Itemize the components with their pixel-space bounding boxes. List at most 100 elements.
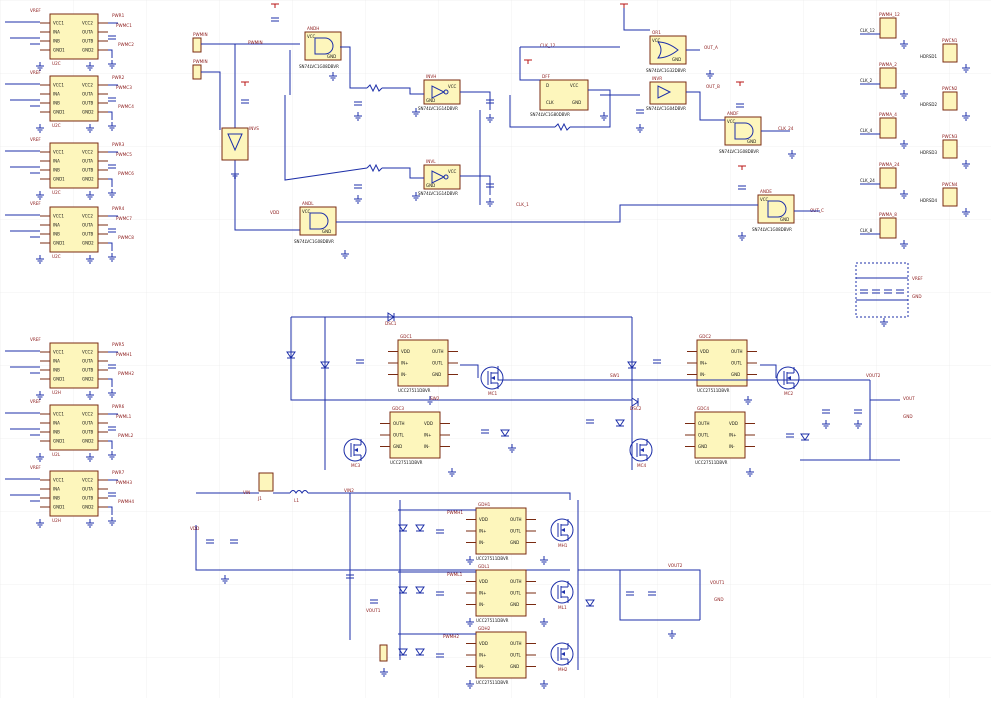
ic-pin-name: OUTA (82, 92, 93, 97)
ic-pin-name: OUTA (82, 487, 93, 492)
net-label: OUT_A (704, 45, 718, 50)
ic-pin-name: OUTA (82, 421, 93, 426)
mosfet-arrow (491, 376, 495, 380)
wire (382, 87, 424, 95)
net-label: PWMC7 (116, 216, 132, 221)
ic-part-number: SN74LVC1G08DBVR (719, 149, 759, 154)
ic-designator: GDL1 (478, 564, 490, 569)
ic-part-number: UCC27511DBVR (476, 556, 509, 561)
pwm-output-header (879, 17, 897, 39)
ic-designator: ANDH (307, 26, 319, 31)
diode-body (398, 586, 408, 594)
ic-pin-name: VDD (479, 517, 488, 522)
capacitor (356, 359, 364, 364)
ic-part-number: SN74LVC1G14DBVR (418, 191, 458, 196)
ic-part-number: SN74LVC1G08DBVR (294, 239, 334, 244)
diode (800, 433, 810, 441)
ground-symbol (962, 160, 970, 169)
ic-pin-name: IN+ (479, 529, 487, 534)
mosfet-circle (629, 438, 653, 462)
diode-body (585, 599, 595, 607)
capacitor (370, 599, 378, 604)
ic-pin-name: INB (53, 101, 60, 106)
ground-symbol (900, 40, 908, 49)
net-label: PWML2 (118, 433, 134, 438)
ic-pin-name: INA (53, 487, 60, 492)
ic-pin-name: GND2 (82, 377, 94, 382)
ic-pin-name: GND (510, 602, 519, 607)
ic-body (49, 142, 99, 189)
capacitor (648, 591, 656, 596)
buffer-ic-body (221, 127, 249, 161)
wire (108, 242, 113, 251)
inverter-shape (431, 170, 446, 184)
ic-pin-name: GND (780, 217, 789, 222)
ic-pin-name: INB (53, 368, 60, 373)
mosfet-label: MH1 (558, 543, 568, 548)
pwm-input-header (192, 37, 202, 53)
ground-symbol (86, 62, 94, 71)
ic-pin-name: OUTH (393, 421, 405, 426)
ground-symbol (880, 318, 888, 327)
mosfet-circle (550, 580, 574, 604)
ground-symbol (900, 240, 908, 249)
wire (108, 49, 113, 58)
resistor (366, 83, 383, 93)
mosfet-arrow (561, 590, 565, 594)
net-label: PWMH1 (447, 510, 463, 515)
ic-pin-name: GND1 (53, 48, 65, 53)
net-label: PWR5 (112, 342, 125, 347)
wire (460, 175, 491, 195)
net-label: SW2 (430, 396, 440, 401)
diode-body (415, 586, 425, 594)
ic-part-number: UCC27511DBVR (697, 388, 730, 393)
ic-pin-name: GND2 (82, 177, 94, 182)
ground-symbol (962, 64, 970, 73)
capacitor-bank-frame (855, 262, 909, 318)
capacitor (108, 35, 116, 40)
net-label: SW1 (610, 373, 620, 378)
net-label: VOUT1 (710, 580, 725, 585)
mosfet-symbol (629, 438, 653, 462)
ground-symbol (108, 122, 116, 131)
capacitor (436, 653, 444, 658)
net-label: PWMH2 (118, 371, 134, 376)
diode-body (415, 648, 425, 656)
ic-pin-name: OUTL (510, 529, 522, 534)
capacitor (738, 185, 746, 190)
net-label: VOUT (903, 396, 915, 401)
ic-pin-name: OUTH (731, 349, 743, 354)
capacitor (896, 289, 904, 294)
pwm-output-header (879, 117, 897, 139)
ground-symbol (86, 391, 94, 400)
ic-pin-name: IN+ (479, 653, 487, 658)
diode (631, 397, 639, 407)
net-label: PWR7 (112, 470, 125, 475)
ic-pin-name: INB (53, 232, 60, 237)
ic-pin-name: IN+ (401, 361, 409, 366)
ic-body (49, 206, 99, 253)
net-label: VREF (30, 201, 41, 206)
wire (760, 364, 777, 378)
ic-pin-name: IN+ (700, 361, 708, 366)
mosfet-circle (776, 366, 800, 390)
ground-symbol (900, 90, 908, 99)
net-label: HDRSD1 (920, 54, 937, 59)
mosfet-circle (343, 438, 367, 462)
ic-pin-name: INA (53, 30, 60, 35)
mosfet-symbol (550, 518, 574, 542)
net-label: VREF (912, 276, 923, 281)
diode (415, 524, 425, 532)
resistor (366, 163, 383, 173)
net-label: PWMC2 (118, 42, 134, 47)
ic-pin-name: VDD (729, 421, 738, 426)
pwc-header (942, 91, 958, 111)
ground-symbol (466, 618, 474, 627)
ic-part-number: SN74LVC1G08DBVR (752, 227, 792, 232)
ground-symbol (668, 630, 676, 639)
net-label: PWMC8 (118, 235, 134, 240)
ic-pin-name: VDD (479, 579, 488, 584)
ic-pin-name: OUTB (82, 39, 94, 44)
mosfet-label: MC4 (637, 463, 647, 468)
ic-designator: U2H (52, 518, 61, 523)
